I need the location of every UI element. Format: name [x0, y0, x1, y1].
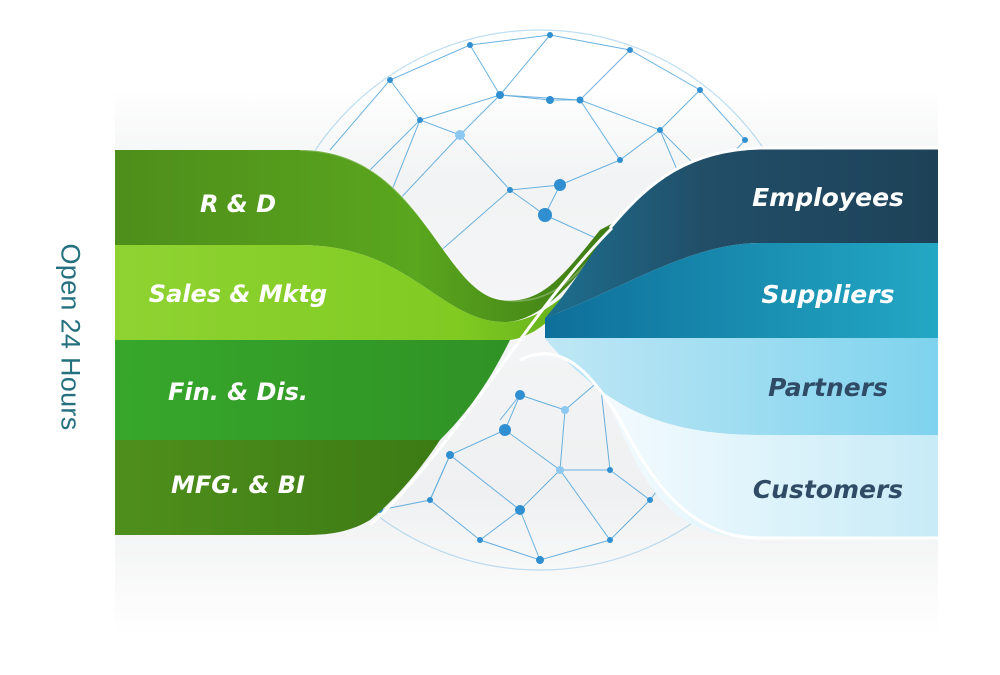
label-fin-dis: Fin. & Dis.	[168, 378, 308, 406]
right-band-suppliers	[545, 243, 938, 338]
left-band-fin	[115, 340, 510, 440]
label-employees: Employees	[752, 183, 904, 212]
right-band-customers	[600, 390, 938, 538]
label-sales-mktg: Sales & Mktg	[149, 280, 327, 308]
right-band-partners	[545, 338, 938, 435]
label-customers: Customers	[753, 475, 903, 504]
right-band-employees	[545, 148, 938, 318]
right-bands	[519, 146, 938, 540]
left-labels: R & D Sales & Mktg Fin. & Dis. MFG. & BI	[149, 190, 327, 499]
right-labels: Employees Suppliers Partners Customers	[752, 183, 904, 504]
label-suppliers: Suppliers	[762, 280, 895, 309]
left-band-sales	[115, 245, 605, 340]
left-band-mfg	[115, 440, 440, 535]
network-nodes	[337, 32, 748, 564]
label-rd: R & D	[200, 190, 276, 218]
label-partners: Partners	[768, 373, 888, 402]
label-mfg-bi: MFG. & BI	[171, 471, 305, 499]
left-band-rd	[115, 150, 615, 322]
infinity-center-curve	[368, 226, 614, 527]
